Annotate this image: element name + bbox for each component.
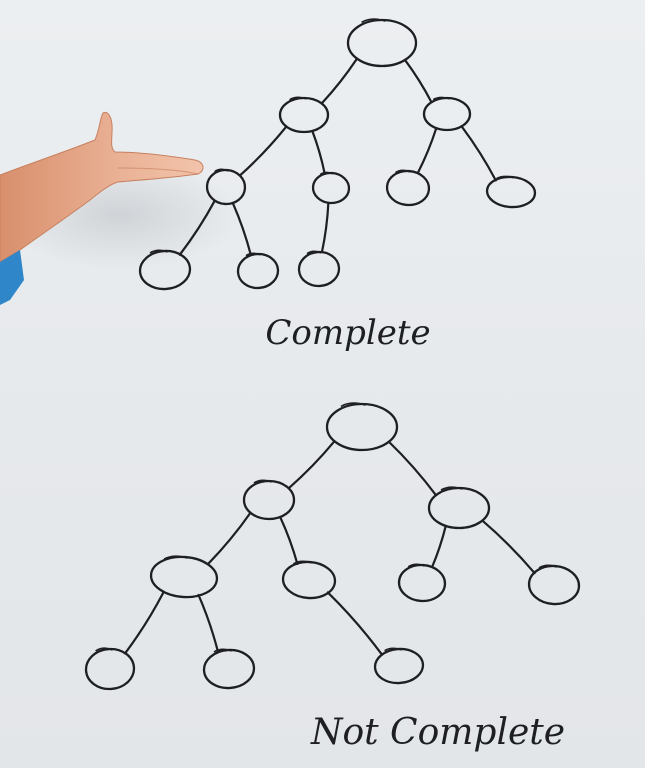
tree-node (427, 486, 491, 530)
blue-sleeve (0, 250, 24, 305)
presenter-hand (0, 111, 204, 305)
complete-tree: Complete (138, 18, 537, 353)
tree-edge (178, 199, 216, 256)
complete-caption: Complete (265, 313, 430, 353)
tree-node (485, 175, 537, 209)
tree-edge (197, 593, 220, 654)
tree-edge (387, 440, 438, 497)
tree-node (385, 169, 431, 207)
tree-edge (416, 127, 438, 175)
tree-node (84, 647, 136, 691)
tree-node (202, 648, 256, 690)
tree-node (422, 96, 472, 132)
tree-edge (287, 440, 336, 490)
tree-node (325, 402, 399, 452)
tree-node (281, 560, 337, 600)
tree-edge (123, 591, 165, 655)
tree-edge (320, 201, 330, 254)
tree-node (346, 18, 418, 68)
tree-node (242, 479, 296, 521)
tree-edge (326, 591, 383, 656)
tree-edge (238, 125, 288, 177)
tree-edge (460, 125, 497, 182)
tree-node (205, 168, 247, 206)
tree-node (311, 171, 351, 205)
tree-node (236, 252, 280, 290)
tree-node (278, 96, 330, 134)
tree-edge (431, 524, 447, 568)
tree-node (373, 647, 425, 685)
tree-edge (481, 519, 536, 575)
tree-node (397, 563, 447, 603)
not-complete-caption: Not Complete (310, 712, 565, 753)
tree-edge (320, 57, 359, 105)
tree-node (527, 564, 581, 606)
tree-edge (311, 129, 326, 176)
tree-node (138, 249, 192, 291)
tree-node (149, 555, 219, 599)
tree-edge (403, 58, 433, 104)
tree-edge (231, 201, 252, 257)
tree-node (297, 250, 341, 288)
tree-edge (207, 511, 252, 565)
not-complete-tree: Not Complete (84, 402, 581, 753)
tree-edge (279, 515, 299, 565)
